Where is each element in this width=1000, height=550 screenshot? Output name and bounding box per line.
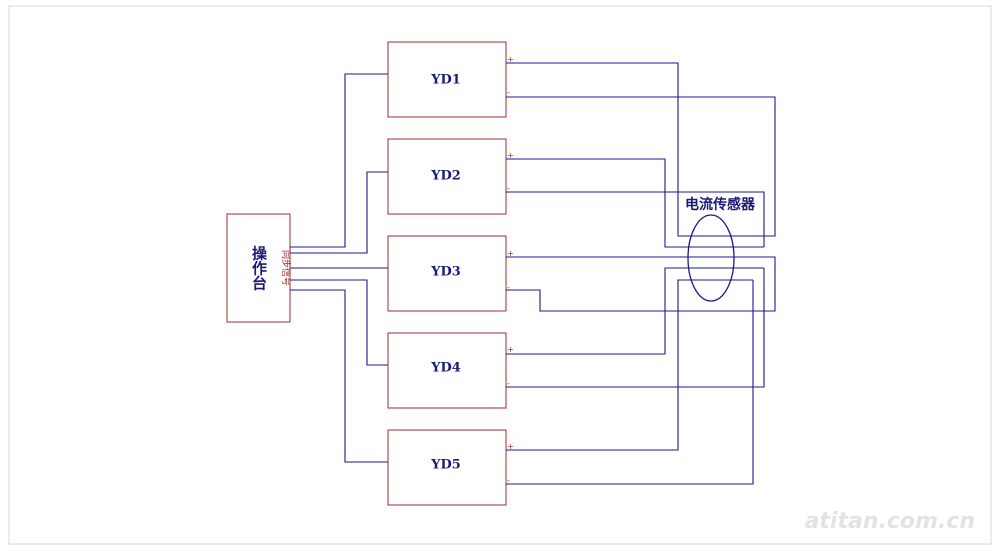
device-box: [387, 429, 507, 506]
device-yd5: YD5 + -: [387, 429, 514, 506]
console-box: [226, 213, 291, 323]
wire-console-yd4: [290, 279, 388, 366]
wire-yd4-pos: [506, 267, 764, 355]
current-sensor: 电流传感器: [685, 196, 756, 302]
device-yd3: YD3 + -: [387, 235, 514, 312]
pin-positive: +: [507, 55, 514, 64]
console: 操作台 同步信号: [226, 213, 292, 323]
wire-yd1-neg: [506, 96, 776, 237]
wire-console-yd1: [290, 73, 388, 248]
pin-negative: -: [507, 476, 510, 485]
wire-yd2-pos: [506, 158, 764, 248]
console-wires: [290, 73, 388, 463]
wire-console-yd5: [290, 289, 388, 463]
device-yd4: YD4 + -: [387, 332, 514, 409]
pin-negative: -: [507, 88, 510, 97]
device-label: YD1: [430, 73, 461, 88]
device-yd1: YD1 + -: [387, 41, 514, 118]
sensor-ring: [687, 214, 735, 302]
sync-signal-label: 同步信号: [280, 250, 292, 286]
pin-positive: +: [507, 442, 514, 451]
wire-yd5-pos: [506, 279, 753, 451]
device-label: YD5: [430, 458, 461, 473]
wire-yd1-pos: [506, 62, 764, 237]
device-box: [387, 41, 507, 118]
device-label: YD4: [430, 361, 461, 376]
pin-positive: +: [507, 249, 514, 258]
watermark: atitan.com.cn: [805, 509, 975, 534]
sensor-wires: [506, 62, 776, 485]
pin-negative: -: [507, 184, 510, 193]
wire-yd5-neg: [506, 280, 754, 485]
pin-negative: -: [507, 283, 510, 292]
pin-negative: -: [507, 379, 510, 388]
device-box: [387, 332, 507, 409]
pin-positive: +: [507, 345, 514, 354]
device-label: YD3: [430, 265, 461, 280]
console-label: 操作台: [250, 245, 268, 292]
sensor-label: 电流传感器: [685, 196, 756, 213]
wire-yd4-neg: [506, 268, 765, 388]
diagram-border: [8, 5, 992, 545]
device-label: YD2: [430, 169, 461, 184]
wire-yd2-neg: [506, 191, 765, 247]
wire-console-yd2: [290, 171, 388, 254]
wire-yd3-pos: [506, 256, 776, 312]
device-box: [387, 235, 507, 312]
device-yd2: YD2 + -: [387, 138, 514, 215]
wire-yd3-neg: [506, 289, 764, 312]
pin-positive: +: [507, 151, 514, 160]
device-box: [387, 138, 507, 215]
